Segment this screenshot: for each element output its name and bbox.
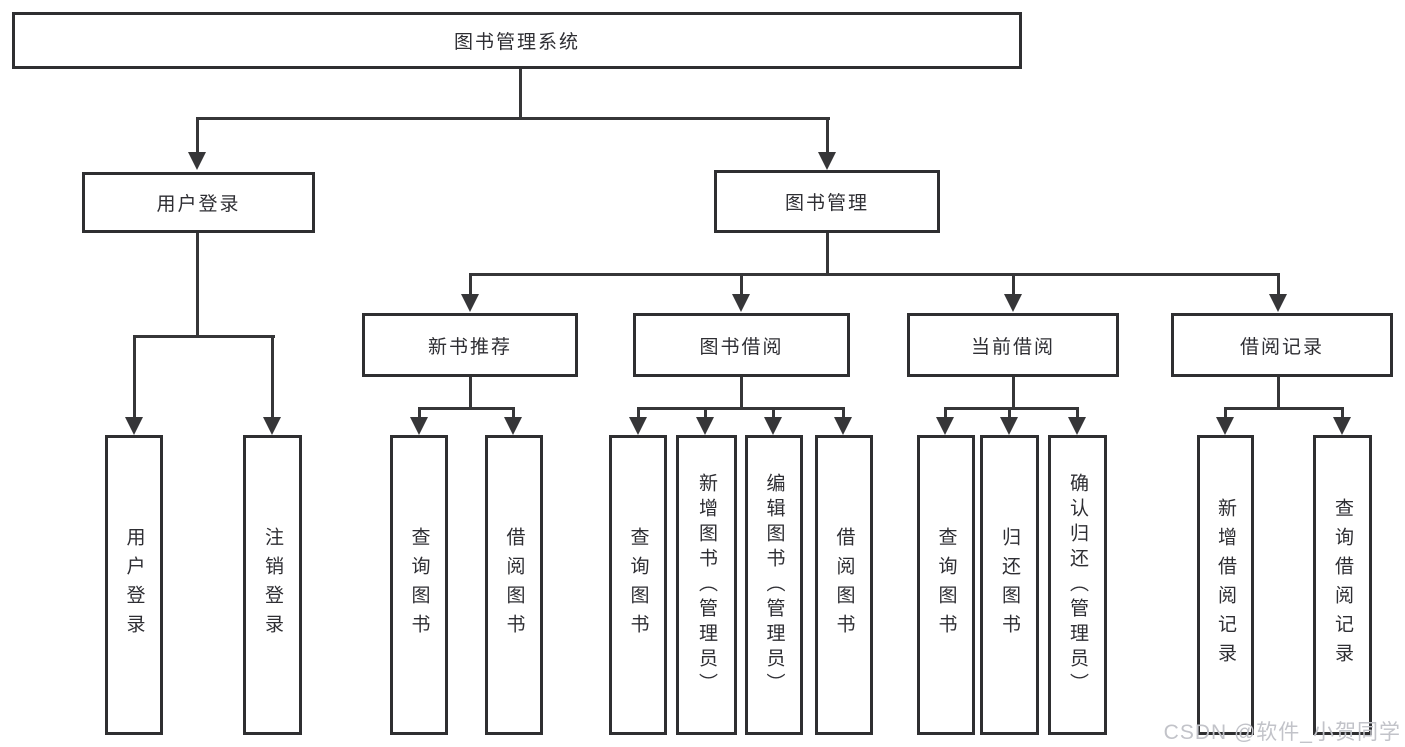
leaf-edit-book-admin: 编辑图书（管理员） [745,435,803,735]
arrowhead-d1 [936,417,954,435]
connector-level2-bar [196,117,830,120]
connector-groupC-bar [637,407,845,410]
connector-groupA-drop2 [271,335,274,417]
node-current-borrowing: 当前借阅 [907,313,1119,377]
connector-groupB-stem [469,377,472,407]
arrowhead-current-borrow [1004,294,1022,312]
connector-l3-drop3 [1012,273,1015,295]
arrowhead-new-book [461,294,479,312]
arrowhead-book-mgmt [818,152,836,170]
connector-groupC-drop3 [772,407,775,419]
connector-book-mgmt-stem [826,233,829,273]
arrowhead-e2 [1333,417,1351,435]
connector-groupC-drop4 [842,407,845,419]
arrowhead-d2 [1000,417,1018,435]
connector-level3-bar [469,273,1280,276]
arrowhead-book-borrow [732,294,750,312]
connector-user-login-stem [196,233,199,335]
arrowhead-b2 [504,417,522,435]
connector-groupE-drop2 [1341,407,1344,419]
leaf-query-books-borrow: 查询图书 [609,435,667,735]
connector-groupC-stem [740,377,743,407]
connector-groupE-bar [1224,407,1344,410]
leaf-user-login: 用户登录 [105,435,163,735]
arrowhead-c4 [834,417,852,435]
leaf-query-borrow-record: 查询借阅记录 [1313,435,1372,735]
connector-groupD-drop1 [944,407,947,419]
leaf-borrow-books-borrow: 借阅图书 [815,435,873,735]
arrowhead-c1 [629,417,647,435]
leaf-logout: 注销登录 [243,435,302,735]
watermark-text: CSDN @软件_小贺同学 [1163,721,1401,744]
connector-groupC-drop2 [704,407,707,419]
connector-groupD-drop3 [1076,407,1079,419]
arrowhead-d3 [1068,417,1086,435]
connector-groupA-bar [133,335,275,338]
node-user-login: 用户登录 [82,172,315,233]
connector-groupB-drop1 [418,407,421,419]
leaf-add-borrow-record: 新增借阅记录 [1197,435,1254,735]
connector-user-login-drop [196,117,199,153]
connector-l3-drop1 [469,273,472,295]
connector-groupA-drop1 [133,335,136,417]
node-borrowing-records: 借阅记录 [1171,313,1393,377]
connector-groupB-bar [418,407,515,410]
leaf-borrow-books-recommend: 借阅图书 [485,435,543,735]
arrowhead-user-login [188,152,206,170]
connector-groupE-drop1 [1224,407,1227,419]
leaf-add-book-admin: 新增图书（管理员） [676,435,737,735]
arrowhead-leaf-user-login [125,417,143,435]
connector-groupD-stem [1012,377,1015,407]
connector-groupC-drop1 [637,407,640,419]
node-library-management-system: 图书管理系统 [12,12,1022,69]
leaf-confirm-return-admin: 确认归还（管理员） [1048,435,1107,735]
leaf-query-books-recommend: 查询图书 [390,435,448,735]
arrowhead-c2 [696,417,714,435]
arrowhead-c3 [764,417,782,435]
arrowhead-borrow-records [1269,294,1287,312]
arrowhead-e1 [1216,417,1234,435]
leaf-query-books-current: 查询图书 [917,435,975,735]
connector-l3-drop4 [1277,273,1280,295]
connector-groupE-stem [1277,377,1280,407]
connector-book-mgmt-drop [826,117,829,153]
connector-groupB-drop2 [512,407,515,419]
arrowhead-leaf-logout [263,417,281,435]
node-book-management: 图书管理 [714,170,940,233]
node-book-borrowing: 图书借阅 [633,313,850,377]
connector-root-stem [519,68,522,117]
arrowhead-b1 [410,417,428,435]
leaf-return-books: 归还图书 [980,435,1039,735]
connector-groupD-bar [945,407,1078,410]
connector-groupD-drop2 [1008,407,1011,419]
node-new-book-recommendation: 新书推荐 [362,313,578,377]
connector-l3-drop2 [740,273,743,295]
